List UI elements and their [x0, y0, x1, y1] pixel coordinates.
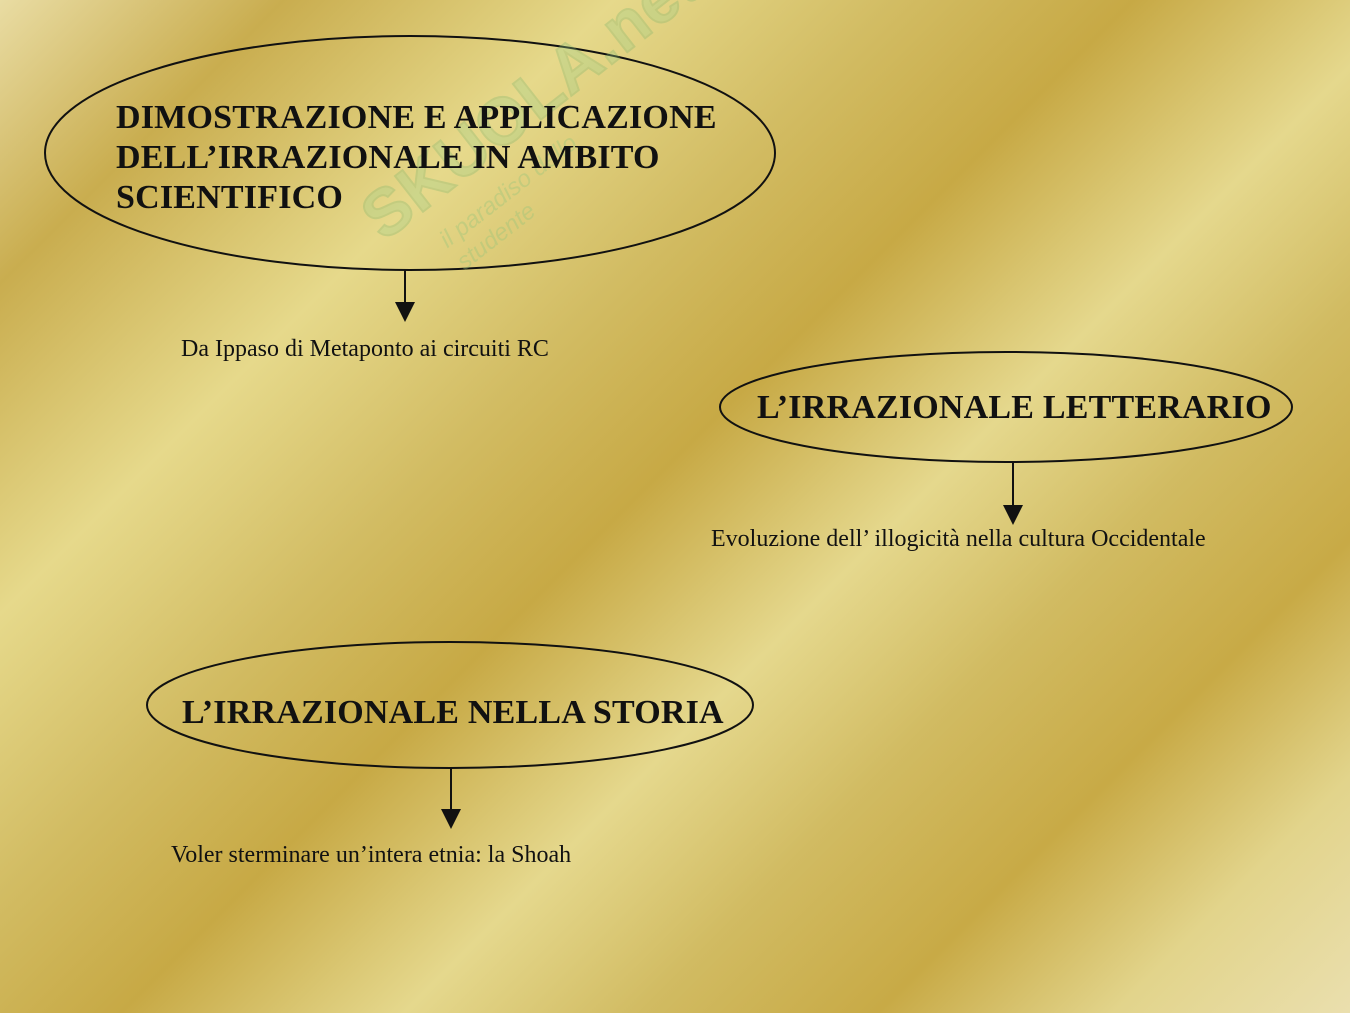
bottom-node-caption: Voler sterminare un’intera etnia: la Sho…	[171, 842, 572, 868]
right-node-caption: Evoluzione dell’ illogicità nella cultur…	[711, 526, 1206, 552]
right-node-title: L’IRRAZIONALE LETTERARIO	[757, 389, 1272, 426]
bottom-node-title: L’IRRAZIONALE NELLA STORIA	[182, 694, 724, 731]
top-node-title: DIMOSTRAZIONE E APPLICAZIONE DELL’IRRAZI…	[116, 99, 717, 216]
top-node-caption: Da Ippaso di Metaponto ai circuiti RC	[181, 336, 549, 362]
top-ellipse	[44, 35, 776, 271]
right-ellipse	[719, 351, 1293, 463]
